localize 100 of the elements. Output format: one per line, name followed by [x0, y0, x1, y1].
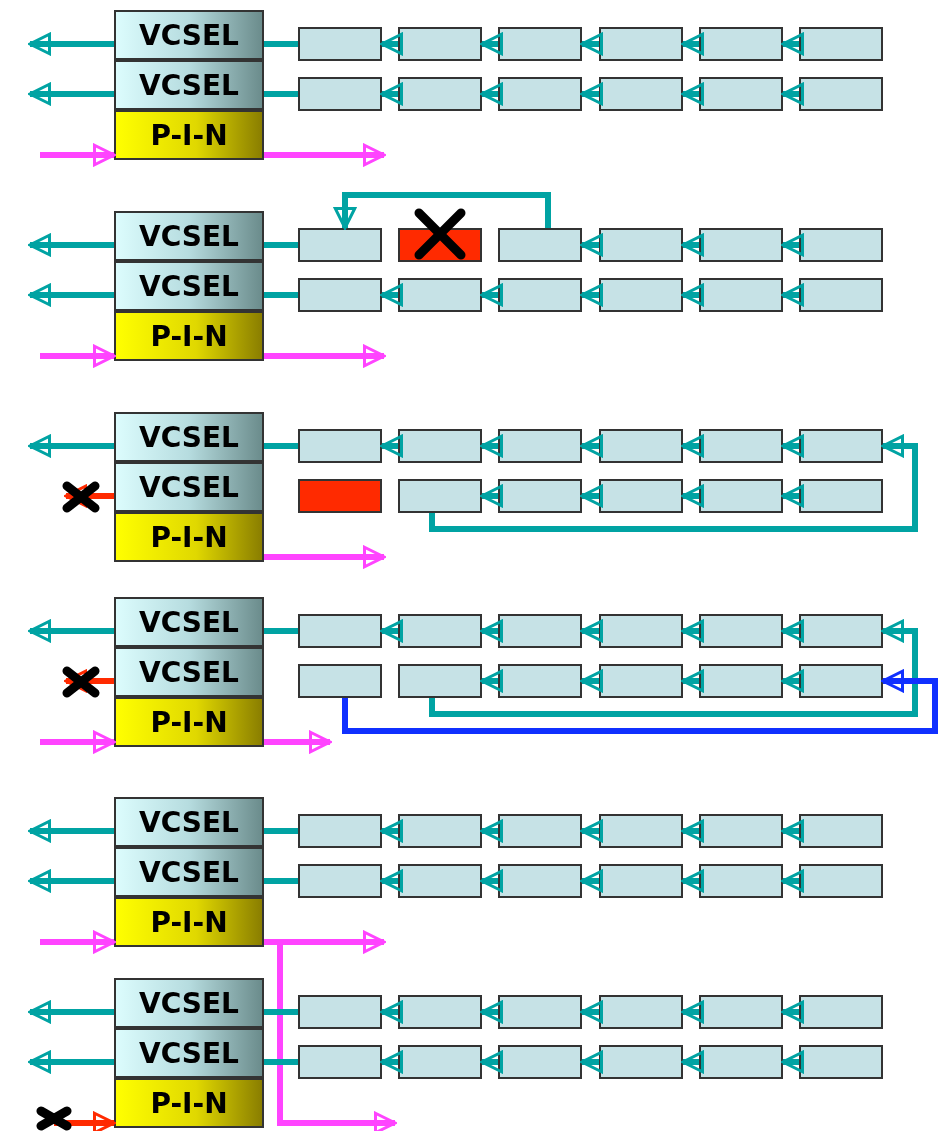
arrow	[681, 233, 704, 257]
stage-box	[599, 664, 683, 698]
connector-line	[264, 828, 298, 834]
stage-box	[699, 664, 783, 698]
arrow	[28, 283, 114, 307]
stage-box	[498, 278, 582, 312]
stage-box	[599, 278, 683, 312]
arrow	[681, 1000, 704, 1024]
cross-mark-icon	[62, 481, 100, 513]
arrow	[380, 1050, 403, 1074]
stage-box	[398, 429, 482, 463]
arrow	[28, 233, 114, 257]
stage-box	[799, 429, 883, 463]
stage-box	[699, 77, 783, 111]
arrow	[380, 619, 403, 643]
stage-box	[799, 479, 883, 513]
photodiode-block: P-I-N	[114, 110, 264, 160]
laser-block: VCSEL	[114, 647, 264, 697]
arrow	[28, 619, 114, 643]
stage-box	[799, 228, 883, 262]
arrow	[54, 1111, 116, 1131]
arrow	[580, 484, 603, 508]
stage-box	[398, 664, 482, 698]
arrow	[480, 869, 503, 893]
arrow	[681, 1050, 704, 1074]
cross-mark-icon	[36, 1106, 72, 1131]
arrow	[580, 233, 603, 257]
connector-line	[264, 443, 298, 449]
laser-block: VCSEL	[114, 978, 264, 1028]
stage-box	[498, 814, 582, 848]
stage-box	[699, 614, 783, 648]
stage-box	[599, 1045, 683, 1079]
stage-box	[498, 228, 582, 262]
arrow	[781, 869, 804, 893]
arrow	[681, 669, 704, 693]
stage-box	[699, 429, 783, 463]
arrow	[681, 819, 704, 843]
arrow	[28, 1000, 114, 1024]
arrow	[580, 669, 603, 693]
arrow	[480, 32, 503, 56]
stage-box	[799, 664, 883, 698]
arrow	[264, 143, 386, 167]
photodiode-block: P-I-N	[114, 897, 264, 947]
arrow	[380, 819, 403, 843]
arrow	[429, 434, 918, 532]
laser-block: VCSEL	[114, 597, 264, 647]
laser-block: VCSEL	[114, 60, 264, 110]
arrow	[380, 869, 403, 893]
stage-box	[699, 995, 783, 1029]
arrow	[681, 434, 704, 458]
photodiode-block: P-I-N	[114, 311, 264, 361]
arrow	[28, 1050, 114, 1074]
stage-box	[398, 278, 482, 312]
arrow	[681, 82, 704, 106]
arrow	[480, 484, 503, 508]
stage-box	[498, 995, 582, 1029]
arrow	[781, 82, 804, 106]
arrow	[28, 869, 114, 893]
cross-mark-icon	[62, 666, 100, 698]
stage-box	[699, 1045, 783, 1079]
stage-box	[298, 228, 382, 262]
stage-box	[498, 614, 582, 648]
stage-box	[599, 864, 683, 898]
arrow	[681, 283, 704, 307]
stage-box	[298, 77, 382, 111]
arrow	[781, 434, 804, 458]
stage-box	[498, 864, 582, 898]
arrow	[28, 32, 114, 56]
laser-block: VCSEL	[114, 847, 264, 897]
stage-box	[799, 864, 883, 898]
stage-box	[699, 479, 783, 513]
stage-box	[699, 278, 783, 312]
arrow	[781, 484, 804, 508]
stage-box	[799, 278, 883, 312]
laser-block: VCSEL	[114, 261, 264, 311]
arrow	[781, 669, 804, 693]
stage-box	[398, 814, 482, 848]
stage-box	[799, 814, 883, 848]
stage-box	[599, 614, 683, 648]
stage-box	[398, 27, 482, 61]
failed-stage-box	[298, 479, 382, 513]
arrow	[40, 930, 116, 954]
connector-line	[264, 41, 298, 47]
arrow	[28, 434, 114, 458]
stage-box	[799, 1045, 883, 1079]
arrow	[781, 32, 804, 56]
arrow	[580, 82, 603, 106]
arrow	[781, 1050, 804, 1074]
arrow	[40, 143, 116, 167]
arrow	[781, 819, 804, 843]
laser-block: VCSEL	[114, 10, 264, 60]
stage-box	[398, 77, 482, 111]
stage-box	[799, 77, 883, 111]
arrow	[380, 434, 403, 458]
stage-box	[398, 614, 482, 648]
stage-box	[599, 27, 683, 61]
arrow	[380, 32, 403, 56]
connector-line	[264, 292, 298, 298]
arrow	[580, 1050, 603, 1074]
stage-box	[298, 27, 382, 61]
